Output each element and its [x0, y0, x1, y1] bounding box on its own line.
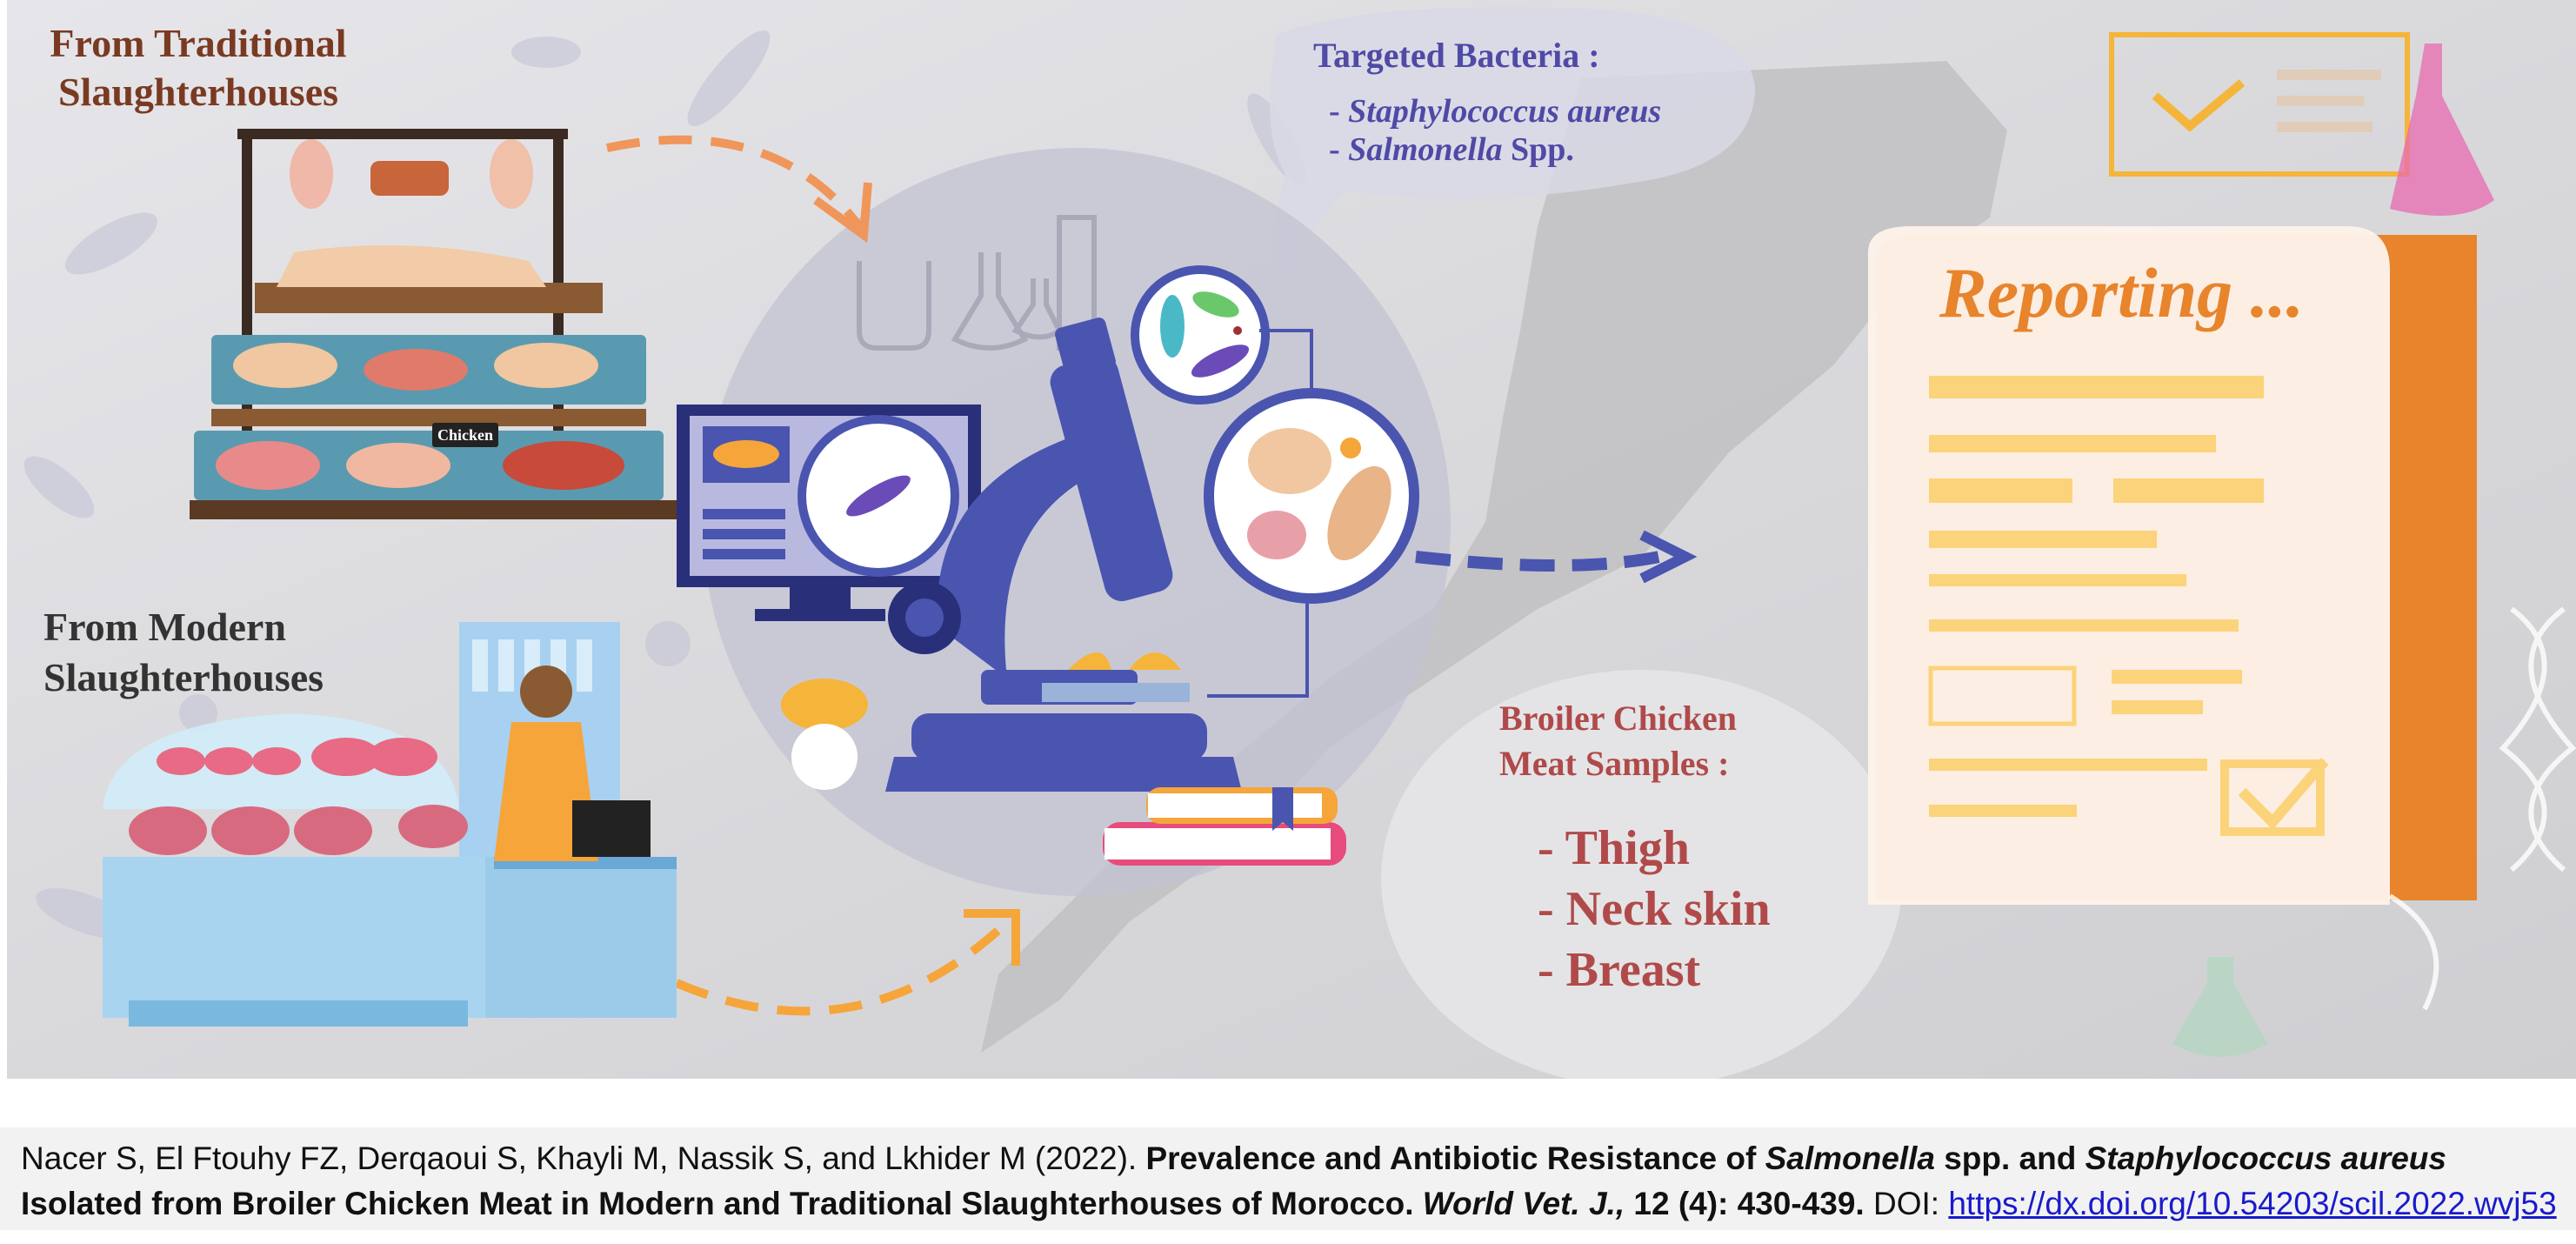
samples-heading-line1: Broiler Chicken — [1499, 699, 1737, 738]
books-icon — [1103, 787, 1346, 866]
chicken-price-tag: Chicken — [432, 423, 498, 447]
reporting-title: Reporting ... — [1939, 253, 2305, 332]
arrow-modern-to-lab — [675, 919, 1011, 1016]
modern-title-line1: From Modern — [43, 605, 286, 649]
modern-slaughterhouses-title: From Modern Slaughterhouses — [43, 602, 324, 703]
modern-shop-illustration — [103, 622, 677, 1027]
sample-item-breast: - Breast — [1538, 943, 1701, 997]
meat-samples-icon — [1204, 388, 1419, 604]
citation-caption: Nacer S, El Ftouhy FZ, Derqaoui S, Khayl… — [0, 1127, 2576, 1230]
citation-volume: 12 (4): 430-439. — [1625, 1186, 1865, 1221]
arrow-traditional-head — [813, 182, 872, 244]
traditional-title-line2: Slaughterhouses — [57, 70, 339, 114]
citation-journal: World Vet. J., — [1422, 1186, 1625, 1221]
bacteria-cloud — [1270, 7, 1755, 348]
bacterium-zoom-icon — [797, 415, 959, 577]
arrow-lab-to-report — [1415, 551, 1661, 572]
traditional-stall-illustration — [190, 129, 677, 519]
traditional-slaughterhouses-title: From Traditional Slaughterhouses — [42, 19, 355, 117]
meat-samples-heading: Broiler Chicken Meat Samples : — [1499, 696, 1737, 786]
graphical-abstract — [7, 0, 2576, 1079]
flask-icon — [2172, 957, 2268, 1057]
traditional-title-line1: From Traditional — [50, 21, 347, 65]
sample-item-thigh: - Thigh — [1538, 821, 1690, 875]
sample-item-neck-skin: - Neck skin — [1538, 882, 1771, 936]
samples-background — [1381, 670, 1903, 1079]
meat-samples-list: - Thigh - Neck skin - Breast — [1538, 818, 1771, 1000]
modern-title-line2: Slaughterhouses — [43, 655, 324, 699]
arrow-modern-head — [964, 909, 1020, 966]
microscope-icon — [885, 318, 1242, 792]
plant-icon — [781, 679, 868, 790]
citation-text: Nacer S, El Ftouhy FZ, Derqaoui S, Khayl… — [21, 1136, 2560, 1227]
report-document-illustration — [1868, 32, 2494, 905]
doi-label: DOI: — [1864, 1186, 1949, 1221]
bacteria-item-salmonella: - Salmonella Spp. — [1329, 131, 1574, 168]
targeted-bacteria-heading: Targeted Bacteria : — [1313, 36, 1600, 75]
doi-link[interactable]: https://dx.doi.org/10.54203/scil.2022.wv… — [1948, 1186, 2557, 1221]
citation-title: Prevalence and Antibiotic Resistance of … — [21, 1140, 2446, 1221]
arrow-lab-to-report-head — [1639, 530, 1698, 584]
bacteria-item-staphylococcus: - Staphylococcus aureus — [1329, 93, 1662, 130]
dna-icon — [2388, 606, 2576, 1011]
citation-authors: Nacer S, El Ftouhy FZ, Derqaoui S, Khayl… — [21, 1140, 1146, 1176]
samples-heading-line2: Meat Samples : — [1499, 744, 1730, 783]
targeted-bacteria-list: - Staphylococcus aureus - Salmonella Spp… — [1329, 92, 1661, 169]
bacteria-magnified-icon — [1131, 265, 1270, 405]
connector-line — [1207, 329, 1313, 698]
